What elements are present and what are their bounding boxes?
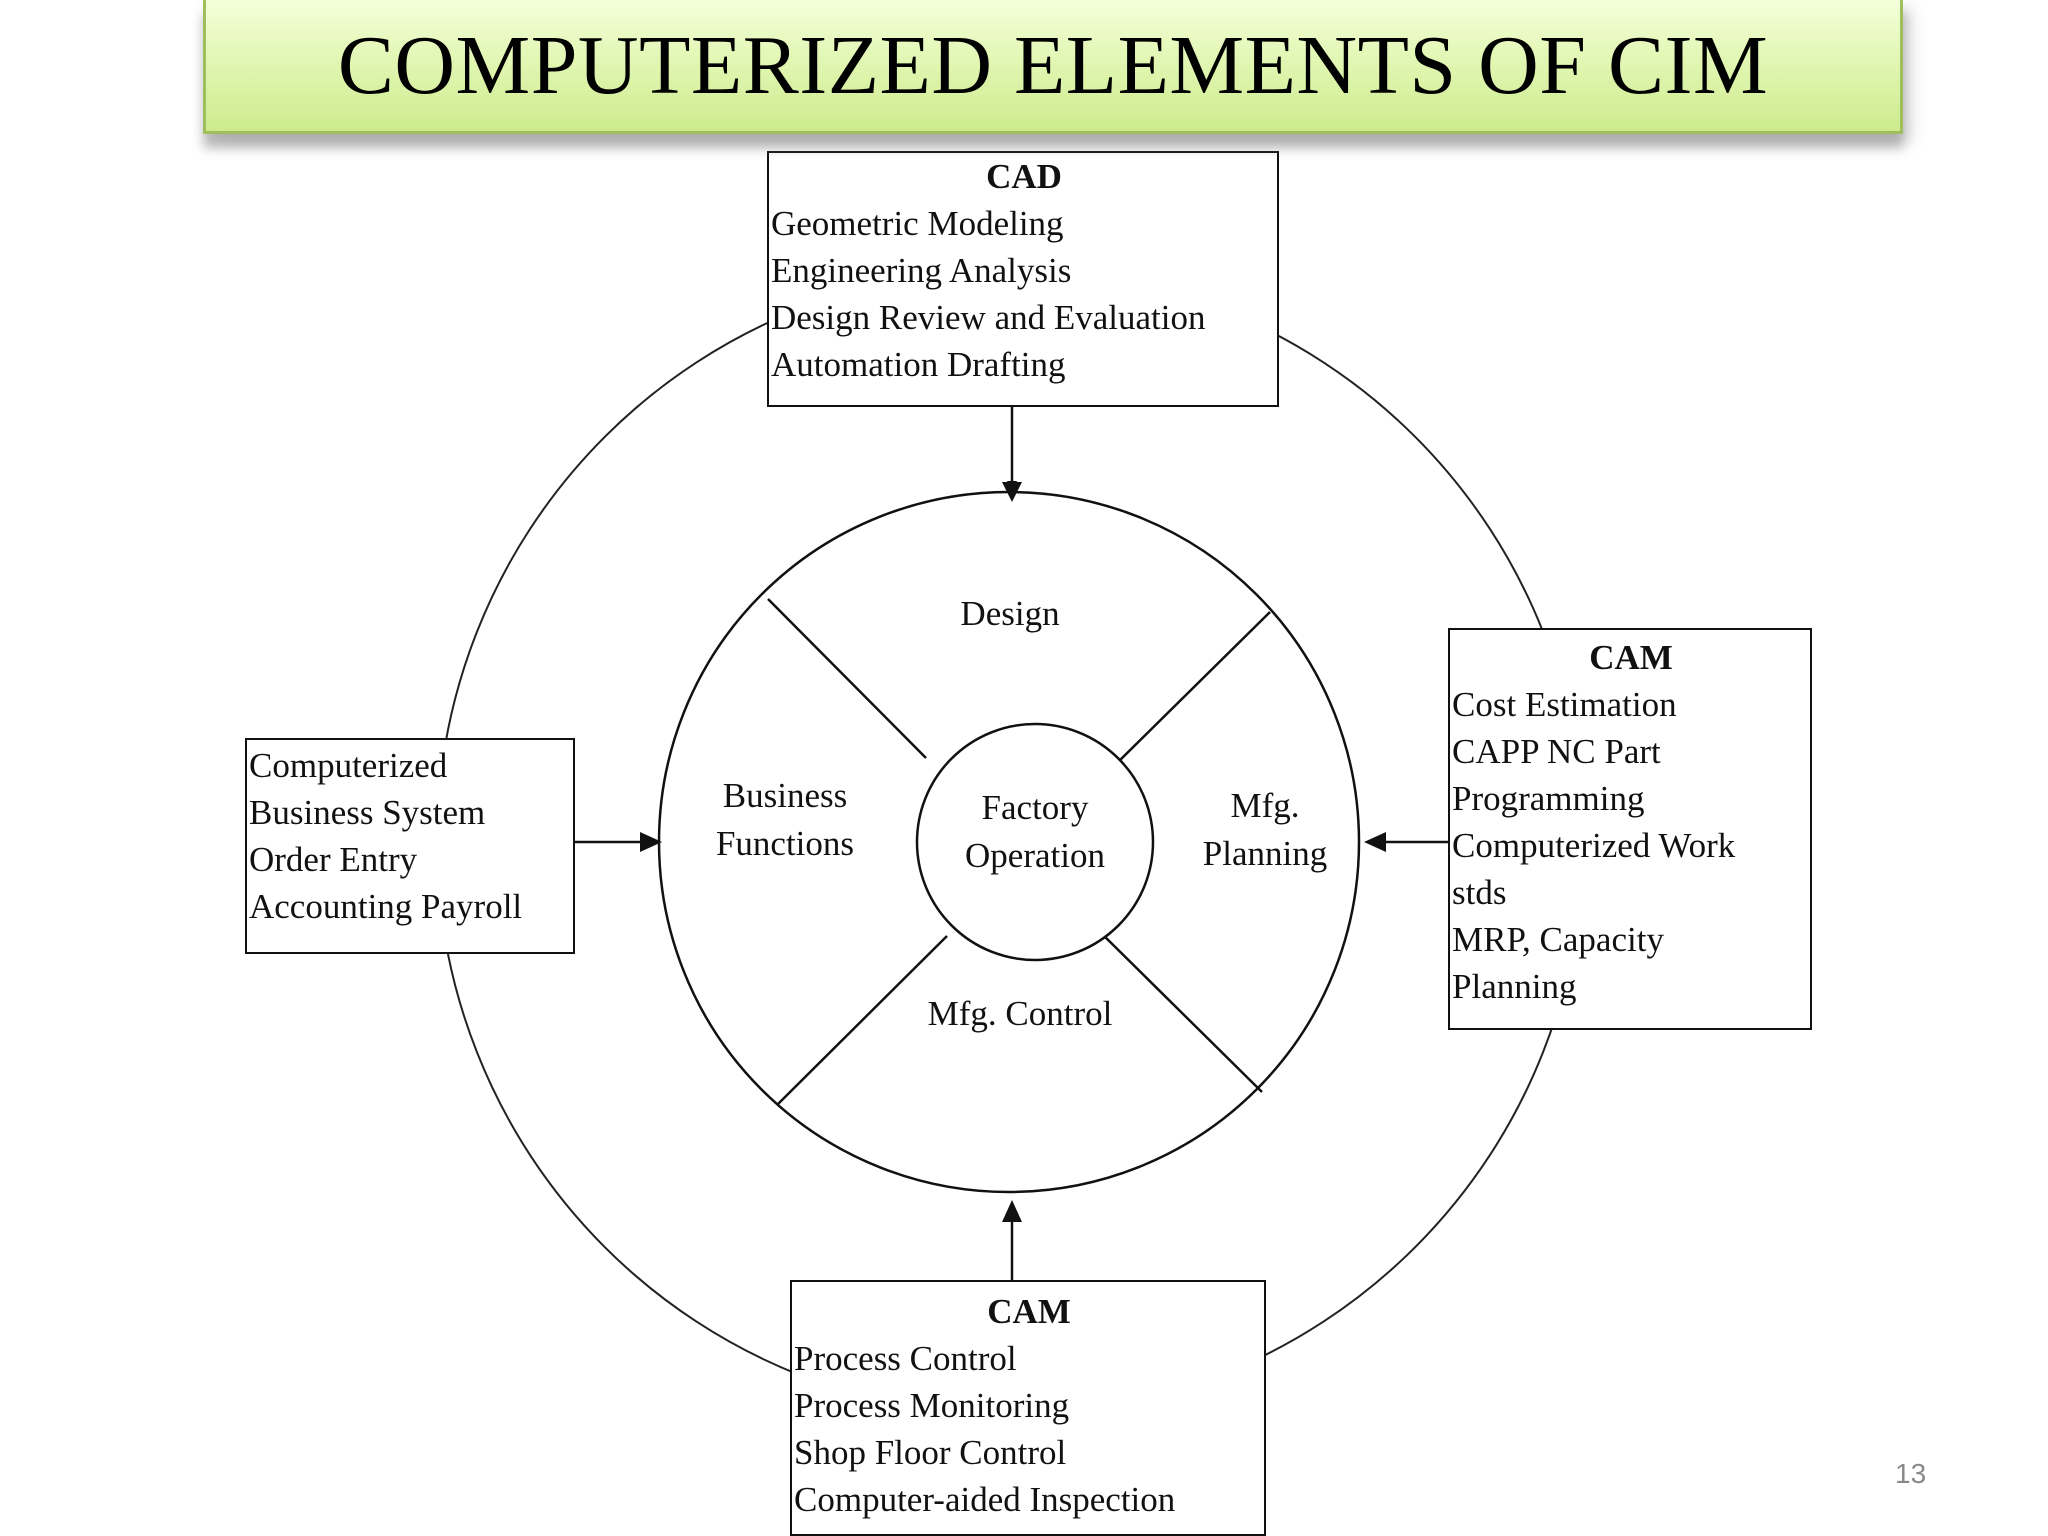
center-factory-operation: Factory Operation (915, 784, 1155, 880)
arrow-bottom-to-center-head (1002, 1200, 1022, 1222)
quadrant-planning-line1: Mfg. (1230, 786, 1300, 825)
cam-right-heading: CAM (1589, 638, 1673, 677)
business-box: Computerized Business System Order Entry… (245, 738, 575, 954)
cam-bottom-item: Process Control (794, 1339, 1017, 1378)
divider-top-right (1112, 611, 1271, 768)
arrow-right-to-center-head (1364, 832, 1386, 852)
cam-right-item: Planning (1452, 967, 1577, 1006)
cam-right-item: stds (1452, 873, 1507, 912)
cam-bottom-item: Process Monitoring (794, 1386, 1070, 1425)
cad-item: Automation Drafting (771, 345, 1066, 384)
cam-right-item: Computerized Work (1452, 826, 1736, 865)
cam-bottom-item: Computer-aided Inspection (794, 1480, 1176, 1519)
cam-right-item: Cost Estimation (1452, 685, 1677, 724)
business-item: Business System (249, 793, 486, 832)
cam-right-box: CAM Cost Estimation CAPP NC Part Program… (1448, 628, 1812, 1030)
quadrant-business-functions: Business Functions (680, 772, 890, 868)
cam-right-item: CAPP NC Part (1452, 732, 1661, 771)
cad-item: Geometric Modeling (771, 204, 1064, 243)
cam-bottom-box: CAM Process Control Process Monitoring S… (790, 1280, 1266, 1536)
business-item: Accounting Payroll (249, 887, 523, 926)
divider-bottom-left (777, 935, 948, 1105)
quadrant-design: Design (960, 594, 1060, 633)
cam-bottom-heading: CAM (987, 1292, 1071, 1331)
divider-top-left (767, 598, 927, 759)
center-line2: Operation (965, 836, 1105, 875)
quadrant-business-line2: Functions (715, 824, 855, 863)
business-item: Order Entry (249, 840, 418, 879)
page-number: 13 (1895, 1458, 1927, 1489)
cad-item: Engineering Analysis (771, 251, 1072, 290)
arrow-left-to-center-head (640, 832, 662, 852)
title-banner: COMPUTERIZED ELEMENTS OF CIM (203, 0, 1903, 134)
center-line1: Factory (981, 788, 1089, 827)
quadrant-mfg-planning: Mfg. Planning (1160, 782, 1370, 878)
cad-box: CAD Geometric Modeling Engineering Analy… (767, 151, 1279, 407)
cad-box-heading: CAD (986, 157, 1062, 196)
quadrant-mfg-control: Mfg. Control (927, 994, 1113, 1033)
cad-item: Design Review and Evaluation (771, 298, 1206, 337)
inner-circle (915, 722, 1155, 962)
cam-right-item: MRP, Capacity (1452, 920, 1664, 959)
business-item: Computerized (249, 746, 448, 785)
divider-bottom-right (1096, 928, 1263, 1093)
quadrant-planning-line2: Planning (1202, 834, 1328, 873)
slide-title: COMPUTERIZED ELEMENTS OF CIM (337, 19, 1769, 112)
quadrant-business-line1: Business (722, 776, 848, 815)
arrow-cad-to-center-head (1002, 482, 1022, 502)
cam-right-item: Programming (1452, 779, 1645, 818)
cam-bottom-item: Shop Floor Control (794, 1433, 1067, 1472)
